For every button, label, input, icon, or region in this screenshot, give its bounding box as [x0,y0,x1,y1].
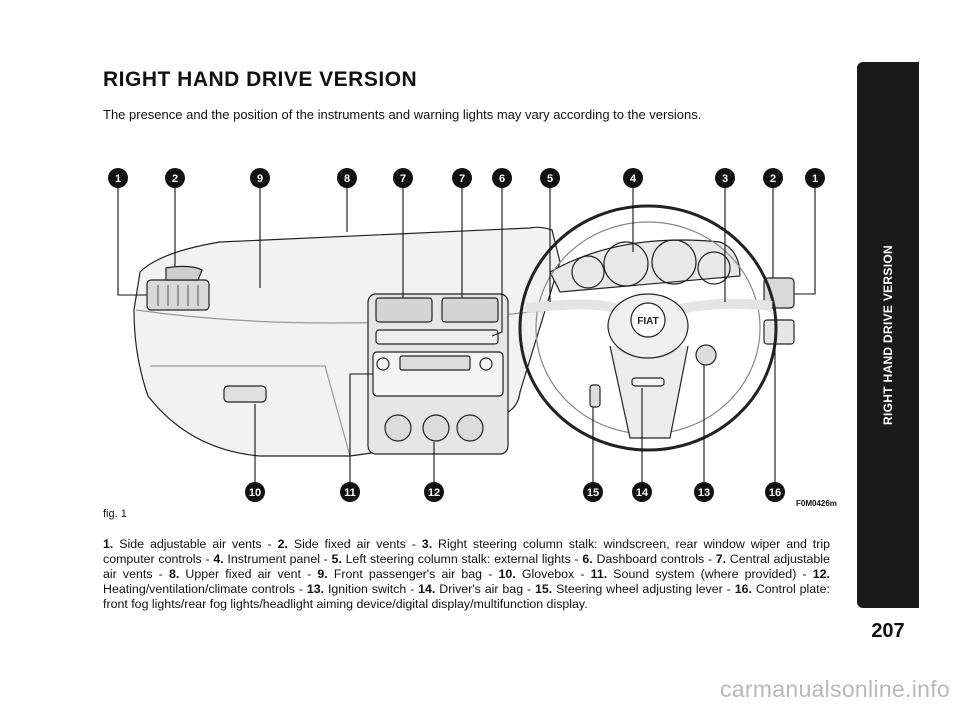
callout-16: 16 [765,482,785,502]
svg-text:15: 15 [587,487,599,499]
legend-text: Steering wheel adjusting lever - [556,582,735,596]
legend-text: Control plate: front fog lights/rear fog… [103,582,830,611]
ignition-switch [695,344,717,366]
legend-text: Driver's air bag - [439,582,535,596]
svg-text:11: 11 [344,487,356,499]
callout-7-right: 7 [452,168,472,188]
legend-text: Dashboard controls - [596,552,716,566]
control-plate [763,319,795,345]
dashboard-illustration: FIAT 1 2 9 8 7 7 6 5 4 3 2 1 10 11 12 15… [108,168,825,502]
callout-11: 11 [340,482,360,502]
svg-text:10: 10 [249,487,261,499]
watermark: carmanualsonline.info [719,676,950,702]
legend-text: Side adjustable air vents - [119,537,278,551]
legend-num: 15. [535,582,553,596]
glovebox-handle [223,385,267,403]
legend-num: 7. [715,552,727,566]
climate-knobs [384,414,484,442]
callout-5: 5 [540,168,560,188]
steering-wheel: FIAT [518,204,778,452]
svg-text:13: 13 [698,487,710,499]
legend-num: 5. [331,552,342,566]
legend-num: 6. [582,552,593,566]
legend-num: 4. [213,552,224,566]
callout-4: 4 [623,168,643,188]
legend-text: Ignition switch - [327,582,419,596]
callout-6: 6 [492,168,512,188]
svg-text:14: 14 [636,487,649,499]
svg-text:5: 5 [547,173,553,185]
svg-text:4: 4 [630,173,637,185]
legend-text: Instrument panel - [227,552,332,566]
svg-text:16: 16 [769,487,781,499]
legend-num: 10. [498,567,516,581]
left-fixed-vent [165,265,203,281]
svg-text:2: 2 [770,173,776,185]
page-title: RIGHT HAND DRIVE VERSION [103,68,418,91]
callout-2-left: 2 [165,168,185,188]
legend-num: 12. [812,567,830,581]
figure-caption: fig. 1 [103,508,127,520]
adjust-lever [589,384,601,408]
legend-num: 11. [590,567,608,581]
figure-code: F0M0426m [796,499,837,508]
page-number: 207 [871,620,905,642]
fiat-badge-text: FIAT [637,316,658,327]
legend-text: Side fixed air vents - [293,537,422,551]
callout-1-right: 1 [805,168,825,188]
legend-text: Sound system (where provided) - [613,567,813,581]
svg-text:1: 1 [115,173,121,185]
callout-9: 9 [250,168,270,188]
svg-text:2: 2 [172,173,178,185]
chapter-side-tab: RIGHT HAND DRIVE VERSION [857,62,919,608]
legend-text: Heating/ventilation/climate controls - [103,582,307,596]
callout-1-left: 1 [108,168,128,188]
legend-text: Right steering column stalk: windscreen,… [103,537,830,566]
legend-num: 8. [168,567,180,581]
legend-text: Left steering column stalk: external lig… [345,552,583,566]
svg-text:7: 7 [459,173,465,185]
legend-num: 9. [317,567,328,581]
svg-text:7: 7 [400,173,406,185]
callout-7-left: 7 [393,168,413,188]
legend-num: 1. [103,537,114,551]
legend-text: Glovebox - [521,567,591,581]
fiat-badge [630,302,666,338]
callout-2-right: 2 [763,168,783,188]
legend-num: 14. [418,582,436,596]
legend-num: 3. [421,537,433,551]
svg-text:1: 1 [812,173,818,185]
legend-num: 16. [734,582,752,596]
callout-13: 13 [694,482,714,502]
svg-text:9: 9 [257,173,263,185]
figure-legend: 1. Side adjustable air vents - 2. Side f… [103,537,830,612]
callout-15: 15 [583,482,603,502]
callout-8: 8 [337,168,357,188]
callout-3: 3 [715,168,735,188]
callout-14: 14 [632,482,652,502]
svg-text:8: 8 [344,173,350,185]
legend-text: Upper fixed air vent - [185,567,318,581]
legend-num: 13. [306,582,325,596]
side-tab-label: RIGHT HAND DRIVE VERSION [881,245,895,425]
svg-text:6: 6 [499,173,505,185]
intro-text: The presence and the position of the ins… [103,107,702,122]
legend-text: Front passenger's air bag - [333,567,499,581]
svg-text:12: 12 [428,487,440,499]
callout-12: 12 [424,482,444,502]
driver-airbag-cover [631,377,665,387]
callout-10: 10 [245,482,265,502]
legend-text: Central adjustable air vents - [103,552,830,581]
svg-text:3: 3 [722,173,728,185]
legend-num: 2. [277,537,288,551]
